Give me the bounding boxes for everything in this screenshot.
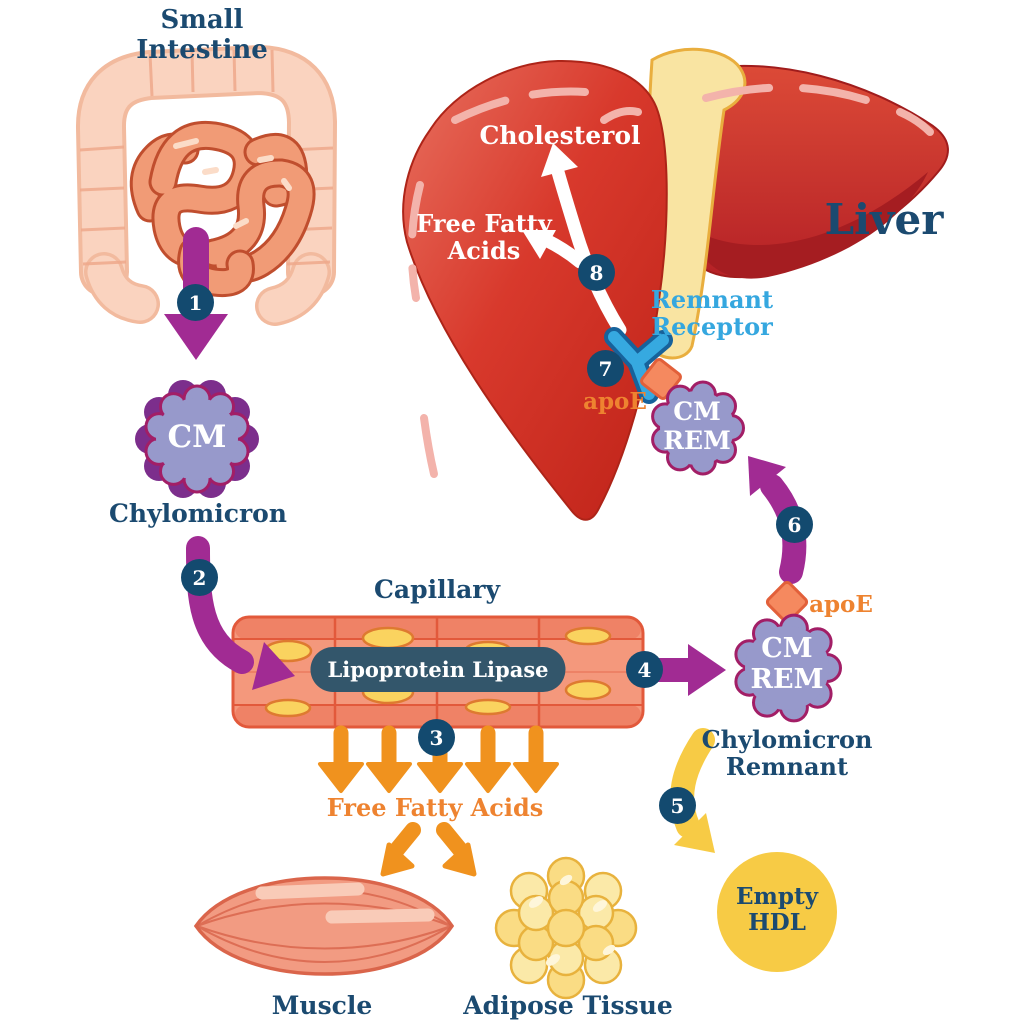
step-badge-4: 4 bbox=[626, 651, 663, 688]
colon-haustra-lines bbox=[79, 49, 334, 266]
liver-highlight-dashes bbox=[407, 83, 934, 478]
muscle-illustration bbox=[193, 876, 455, 976]
cm-particle-label: CM bbox=[167, 419, 227, 455]
intestine-coils bbox=[129, 120, 316, 298]
liver-right-lobe-underside bbox=[690, 172, 928, 279]
step-badge-3: 3 bbox=[418, 719, 455, 756]
cm-rem-lower-particle bbox=[734, 613, 842, 723]
liver-left-lobe bbox=[402, 59, 668, 521]
empty-hdl-label: Empty HDL bbox=[736, 883, 818, 937]
step-badge-7: 7 bbox=[587, 350, 624, 387]
fatty-acid-split-arrows bbox=[380, 822, 477, 877]
cm-rem-upper-label: CM REM bbox=[663, 397, 731, 455]
empty-hdl-circle bbox=[717, 852, 837, 972]
liver-free-fatty-acids-label: Free Fatty Acids bbox=[416, 209, 552, 266]
apoe-square-lower bbox=[765, 580, 809, 624]
step-badge-5: 5 bbox=[659, 787, 696, 824]
remnant-receptor-label: Remnant Receptor bbox=[650, 285, 774, 342]
adipose-tissue-label: Adipose Tissue bbox=[463, 991, 673, 1020]
step-badge-1: 1 bbox=[177, 284, 214, 321]
apoe-lower-label: apoE bbox=[809, 591, 873, 618]
step-badge-2: 2 bbox=[181, 559, 218, 596]
cholesterol-label: Cholesterol bbox=[479, 121, 641, 150]
chylomicron-label: Chylomicron bbox=[109, 499, 287, 528]
muscle-label: Muscle bbox=[271, 991, 373, 1020]
lipoprotein-lipase-pill: Lipoprotein Lipase bbox=[310, 647, 566, 692]
adipose-illustration bbox=[494, 856, 638, 1000]
small-intestine-label: Small Intestine bbox=[136, 5, 268, 65]
cm-rem-lower-label: CM REM bbox=[750, 633, 824, 695]
step-badge-8: 8 bbox=[578, 254, 615, 291]
step-badge-6: 6 bbox=[776, 506, 813, 543]
apoe-upper-label: apoE bbox=[583, 388, 647, 415]
liver-label: Liver bbox=[824, 195, 944, 244]
capillary-label: Capillary bbox=[374, 575, 500, 604]
chylomicron-particle bbox=[135, 380, 259, 498]
arrow-step8 bbox=[522, 143, 627, 337]
cm-rem-upper-particle bbox=[651, 380, 745, 476]
free-fatty-acids-label: Free Fatty Acids bbox=[326, 793, 544, 822]
liver-illustration bbox=[402, 47, 949, 521]
chylomicron-remnant-label: Chylomicron Remnant bbox=[701, 725, 873, 782]
